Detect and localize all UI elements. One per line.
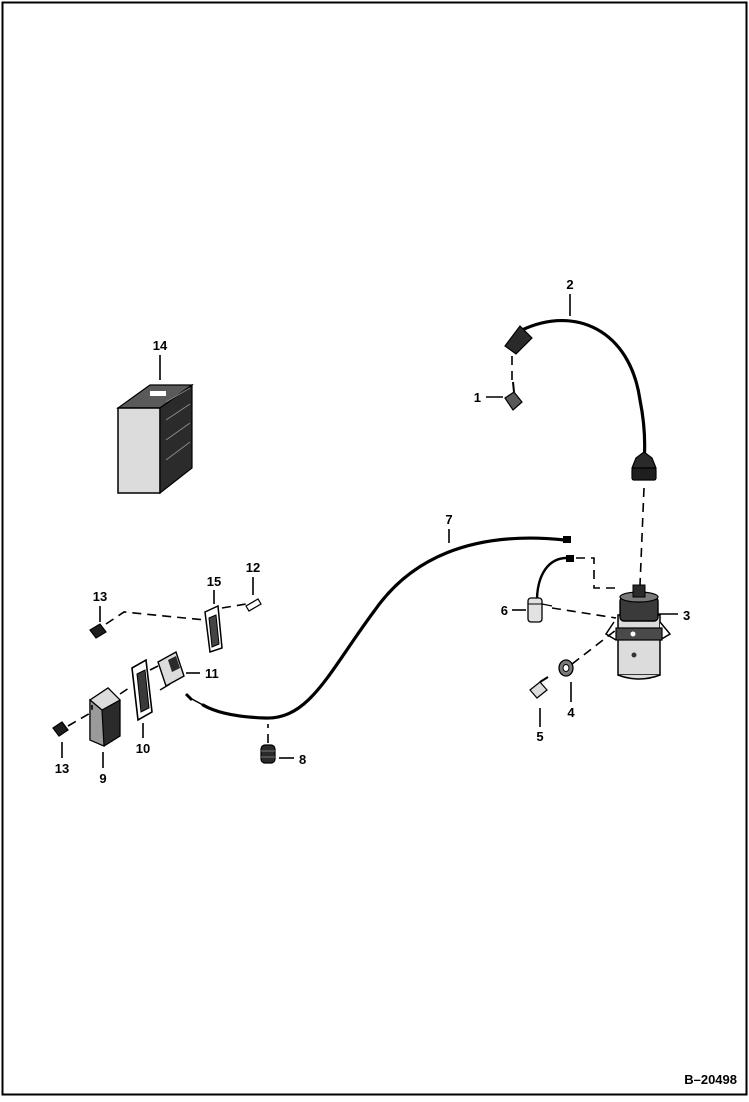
callout-15: 15 [207, 574, 221, 589]
part-3-ignition-coil [604, 584, 672, 680]
part-11-plate [157, 650, 185, 691]
figure-id: B–20498 [684, 1072, 737, 1087]
callout-11: 11 [205, 666, 219, 681]
part-12-pin [245, 598, 262, 612]
callout-13-lower: 13 [55, 761, 69, 776]
part-4-washer [558, 659, 574, 677]
part-2-ht-lead [504, 319, 657, 481]
callout-3: 3 [683, 608, 690, 623]
part-8-grommet [260, 744, 276, 764]
callout-14: 14 [153, 338, 168, 353]
callout-13-upper: 13 [93, 589, 107, 604]
callout-5: 5 [536, 729, 543, 744]
part-13-screw-upper [89, 623, 107, 639]
callout-8: 8 [299, 752, 306, 767]
callout-12: 12 [246, 560, 260, 575]
callout-10: 10 [136, 741, 150, 756]
part-7-primary-wire [184, 536, 571, 720]
part-15-bracket [204, 604, 223, 654]
callout-6: 6 [501, 603, 508, 618]
part-5-screw [529, 676, 549, 699]
part-13-screw-lower [52, 721, 69, 737]
part-1-terminal [504, 381, 523, 411]
callout-4: 4 [567, 705, 575, 720]
callout-9: 9 [99, 771, 106, 786]
part-6-condenser [527, 555, 574, 623]
callout-7: 7 [445, 512, 452, 527]
part-14-battery [116, 383, 194, 495]
callout-1: 1 [474, 390, 481, 405]
callout-2: 2 [566, 277, 573, 292]
part-10-gasket [131, 658, 153, 722]
part-9-module [88, 687, 121, 747]
